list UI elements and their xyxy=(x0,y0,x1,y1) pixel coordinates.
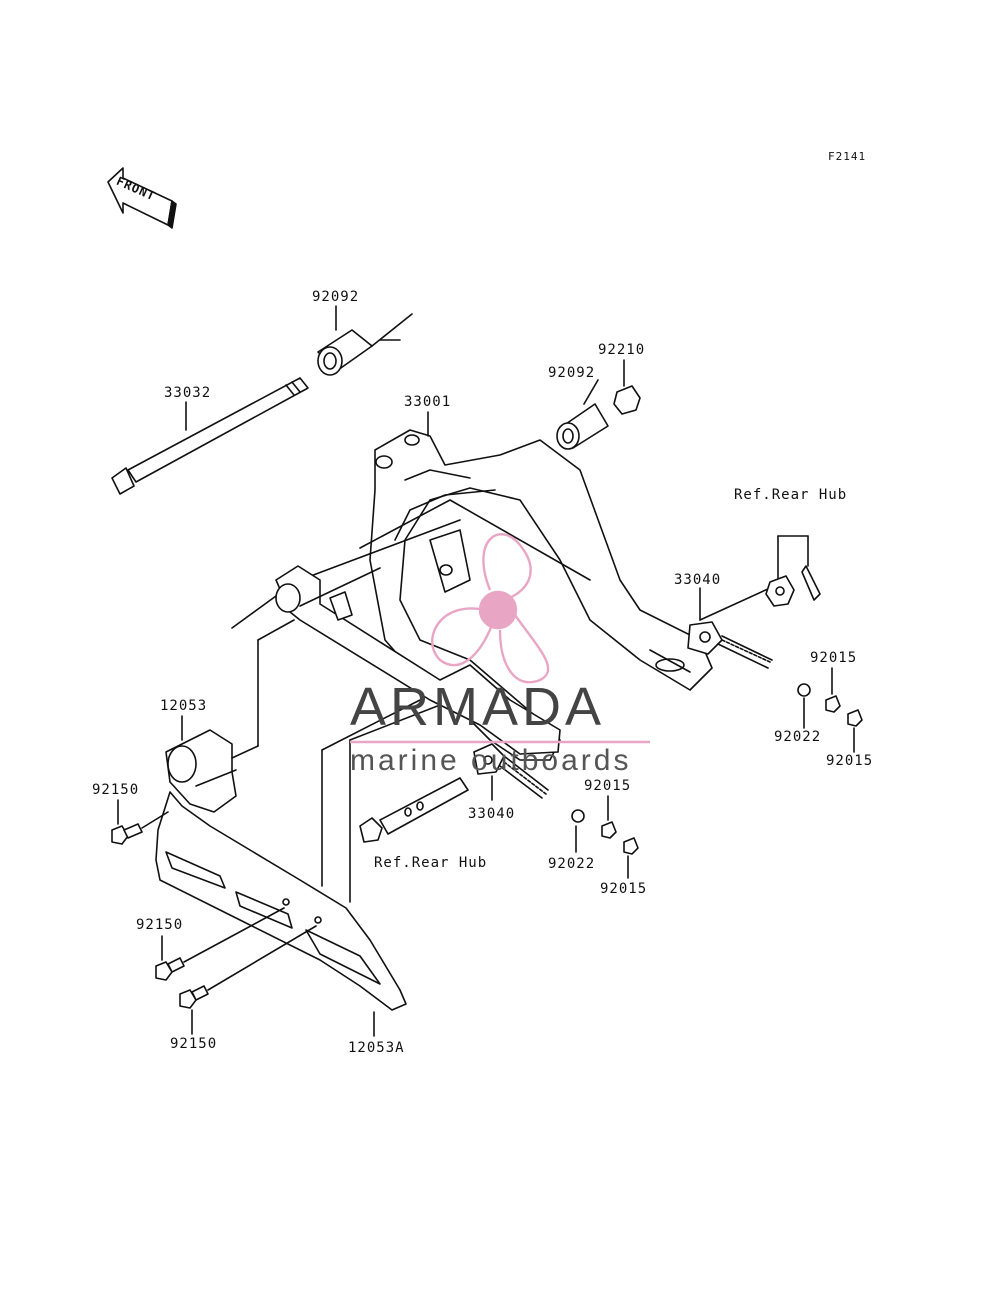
nut-92015-m1-icon xyxy=(601,795,617,839)
armada-propeller-logo-icon xyxy=(350,533,650,744)
axle-nut-icon xyxy=(765,535,821,607)
swingarm-lower-member-icon xyxy=(231,565,561,755)
nut-92015-r1-icon xyxy=(825,667,841,713)
part-label-92092-top[interactable]: 92092 xyxy=(312,289,360,305)
part-label-92150-1[interactable]: 92150 xyxy=(92,782,140,798)
part-label-33040-mid[interactable]: 33040 xyxy=(468,806,516,822)
chain-guide-12053-icon xyxy=(165,619,295,813)
part-label-33001[interactable]: 33001 xyxy=(404,394,452,410)
part-label-12053[interactable]: 12053 xyxy=(160,698,208,714)
nut-92015-r2-icon xyxy=(847,709,863,753)
part-label-92150-2[interactable]: 92150 xyxy=(136,917,184,933)
diagram-code: F2141 xyxy=(828,150,867,163)
part-label-33040-right[interactable]: 33040 xyxy=(674,572,722,588)
watermark-tagline: marine outboards xyxy=(350,744,632,777)
ref-rear-hub-top[interactable]: Ref.Rear Hub xyxy=(734,487,848,503)
bushing-92092-top-icon xyxy=(317,313,413,376)
part-label-92150-3[interactable]: 92150 xyxy=(170,1036,218,1052)
axle-shaft-33032-icon xyxy=(111,377,309,495)
part-label-92015-r2[interactable]: 92015 xyxy=(826,753,874,769)
bolt-92150-2-icon xyxy=(155,907,285,981)
part-label-92015-m1[interactable]: 92015 xyxy=(584,778,632,794)
part-label-92210[interactable]: 92210 xyxy=(598,342,646,358)
part-label-92092-mid[interactable]: 92092 xyxy=(548,365,596,381)
part-label-92015-m2[interactable]: 92015 xyxy=(600,881,648,897)
bushing-92092-mid-icon xyxy=(556,403,609,450)
part-label-12053A[interactable]: 12053A xyxy=(348,1040,405,1056)
part-label-92015-r1[interactable]: 92015 xyxy=(810,650,858,666)
front-arrow-icon xyxy=(107,167,177,229)
bolt-92150-3-icon xyxy=(179,925,317,1035)
nut-92210-icon xyxy=(613,385,641,415)
washer-92022-mid-icon xyxy=(571,809,585,853)
rear-axle-bolt-icon xyxy=(359,777,469,843)
part-label-33032[interactable]: 33032 xyxy=(164,385,212,401)
ref-rear-hub-bottom[interactable]: Ref.Rear Hub xyxy=(374,855,488,871)
part-label-92022-mid[interactable]: 92022 xyxy=(548,856,596,872)
washer-92022-right-icon xyxy=(797,683,811,729)
chain-guard-12053A-icon xyxy=(155,699,441,1037)
nut-92015-m2-icon xyxy=(623,837,639,879)
watermark-brand: ARMADA xyxy=(350,677,606,737)
chain-adjuster-33040-mid-icon xyxy=(473,743,549,801)
bolt-92150-1-icon xyxy=(111,799,169,845)
chain-adjuster-33040-right-icon xyxy=(687,587,773,669)
part-label-92022-right[interactable]: 92022 xyxy=(774,729,822,745)
